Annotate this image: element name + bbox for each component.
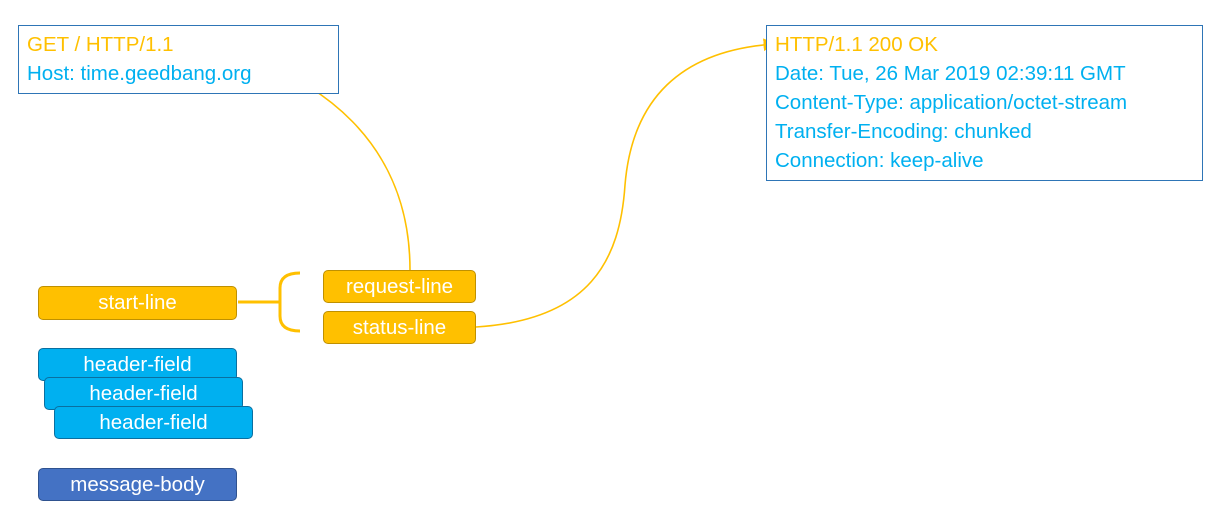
request-line-block: request-line <box>323 270 476 303</box>
response-example-box: HTTP/1.1 200 OK Date: Tue, 26 Mar 2019 0… <box>766 25 1203 181</box>
content-type-header-text: Content-Type: application/octet-stream <box>775 91 1128 114</box>
status-line-text: HTTP/1.1 200 OK <box>775 33 938 56</box>
start-line-block: start-line <box>38 286 237 320</box>
request-line-text: GET / HTTP/1.1 <box>27 33 174 56</box>
header-field-block-2: header-field <box>44 377 243 410</box>
message-body-block: message-body <box>38 468 237 501</box>
host-header-text: Host: time.geedbang.org <box>27 62 252 85</box>
connection-header-text: Connection: keep-alive <box>775 149 984 172</box>
header-field-block-1: header-field <box>38 348 237 381</box>
request-example-box: GET / HTTP/1.1 Host: time.geedbang.org <box>18 25 339 94</box>
brace-connector <box>238 271 301 333</box>
status-line-block: status-line <box>323 311 476 344</box>
date-header-text: Date: Tue, 26 Mar 2019 02:39:11 GMT <box>775 62 1126 85</box>
header-field-block-3: header-field <box>54 406 253 439</box>
status-arrow <box>475 38 777 328</box>
transfer-encoding-header-text: Transfer-Encoding: chunked <box>775 120 1032 143</box>
